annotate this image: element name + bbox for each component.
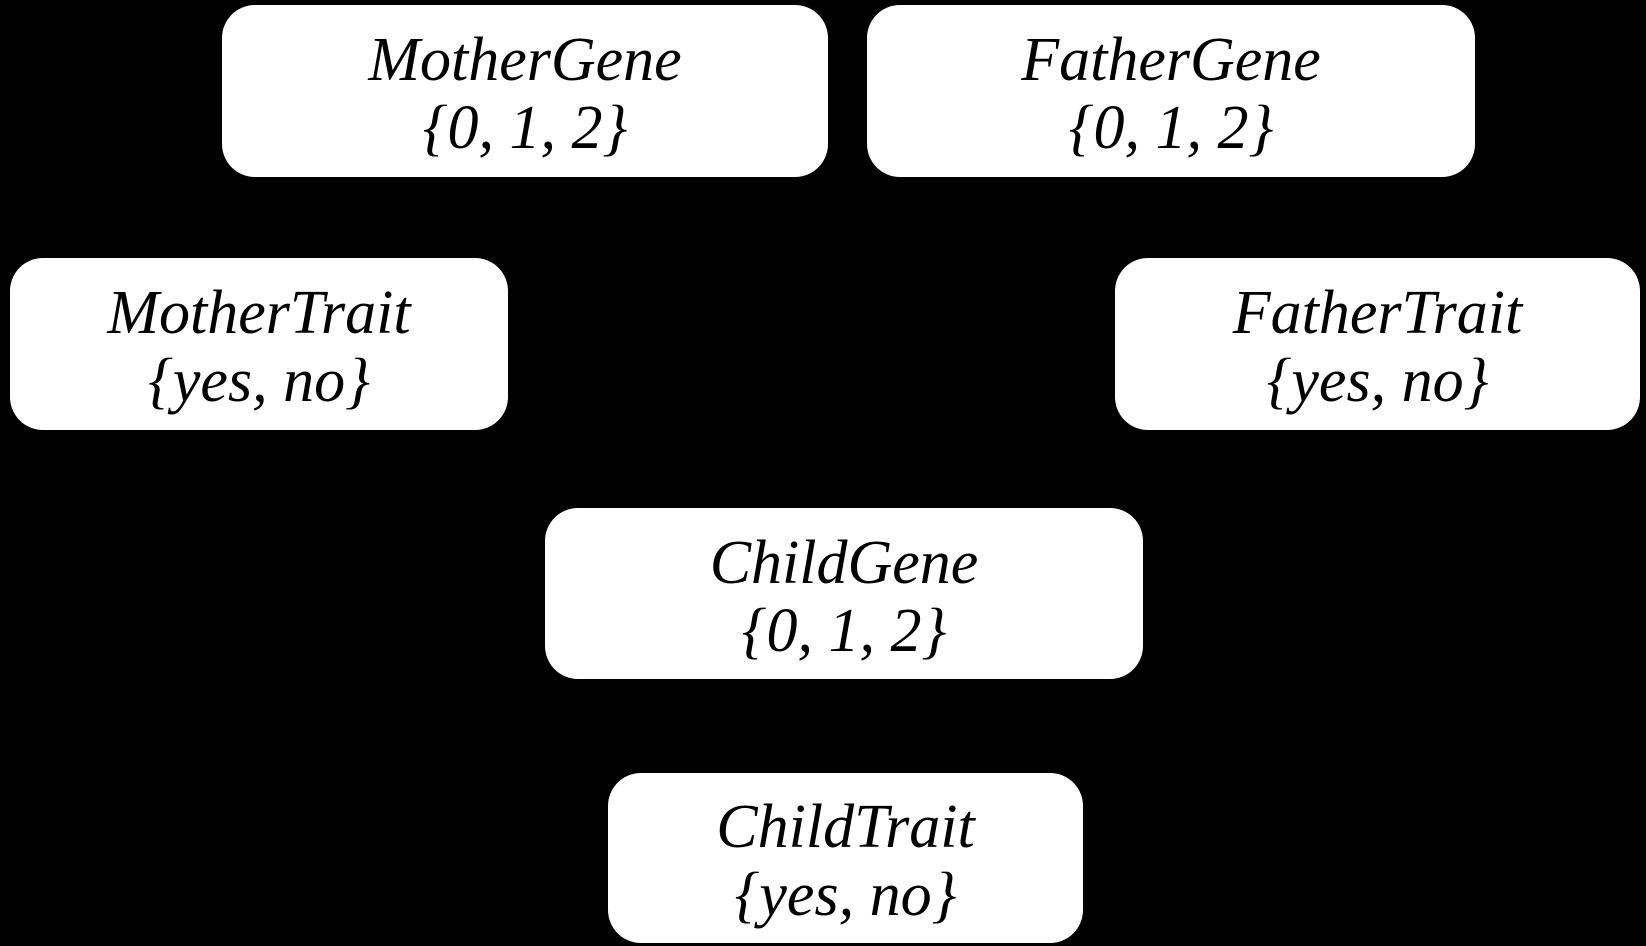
node-fathergene: FatherGene {0, 1, 2} <box>867 5 1475 177</box>
node-fathertrait-label: FatherTrait <box>1232 279 1523 347</box>
node-fathergene-domain: {0, 1, 2} <box>1068 94 1274 162</box>
node-childtrait-label: ChildTrait <box>716 793 975 861</box>
node-fathertrait-domain: {yes, no} <box>1266 347 1489 415</box>
node-mothertrait: MotherTrait {yes, no} <box>10 258 508 430</box>
node-mothergene-domain: {0, 1, 2} <box>422 94 628 162</box>
node-childgene-label: ChildGene <box>709 528 979 597</box>
node-childgene: ChildGene {0, 1, 2} <box>545 508 1143 679</box>
node-mothergene: MotherGene {0, 1, 2} <box>222 5 828 177</box>
node-fathertrait: FatherTrait {yes, no} <box>1115 258 1640 430</box>
node-childtrait: ChildTrait {yes, no} <box>608 773 1083 943</box>
node-childtrait-domain: {yes, no} <box>734 861 957 929</box>
node-childgene-domain: {0, 1, 2} <box>741 596 947 665</box>
node-mothertrait-domain: {yes, no} <box>148 347 370 415</box>
node-mothergene-label: MotherGene <box>368 26 682 94</box>
node-mothertrait-label: MotherTrait <box>107 279 411 347</box>
node-fathergene-label: FatherGene <box>1021 26 1321 94</box>
